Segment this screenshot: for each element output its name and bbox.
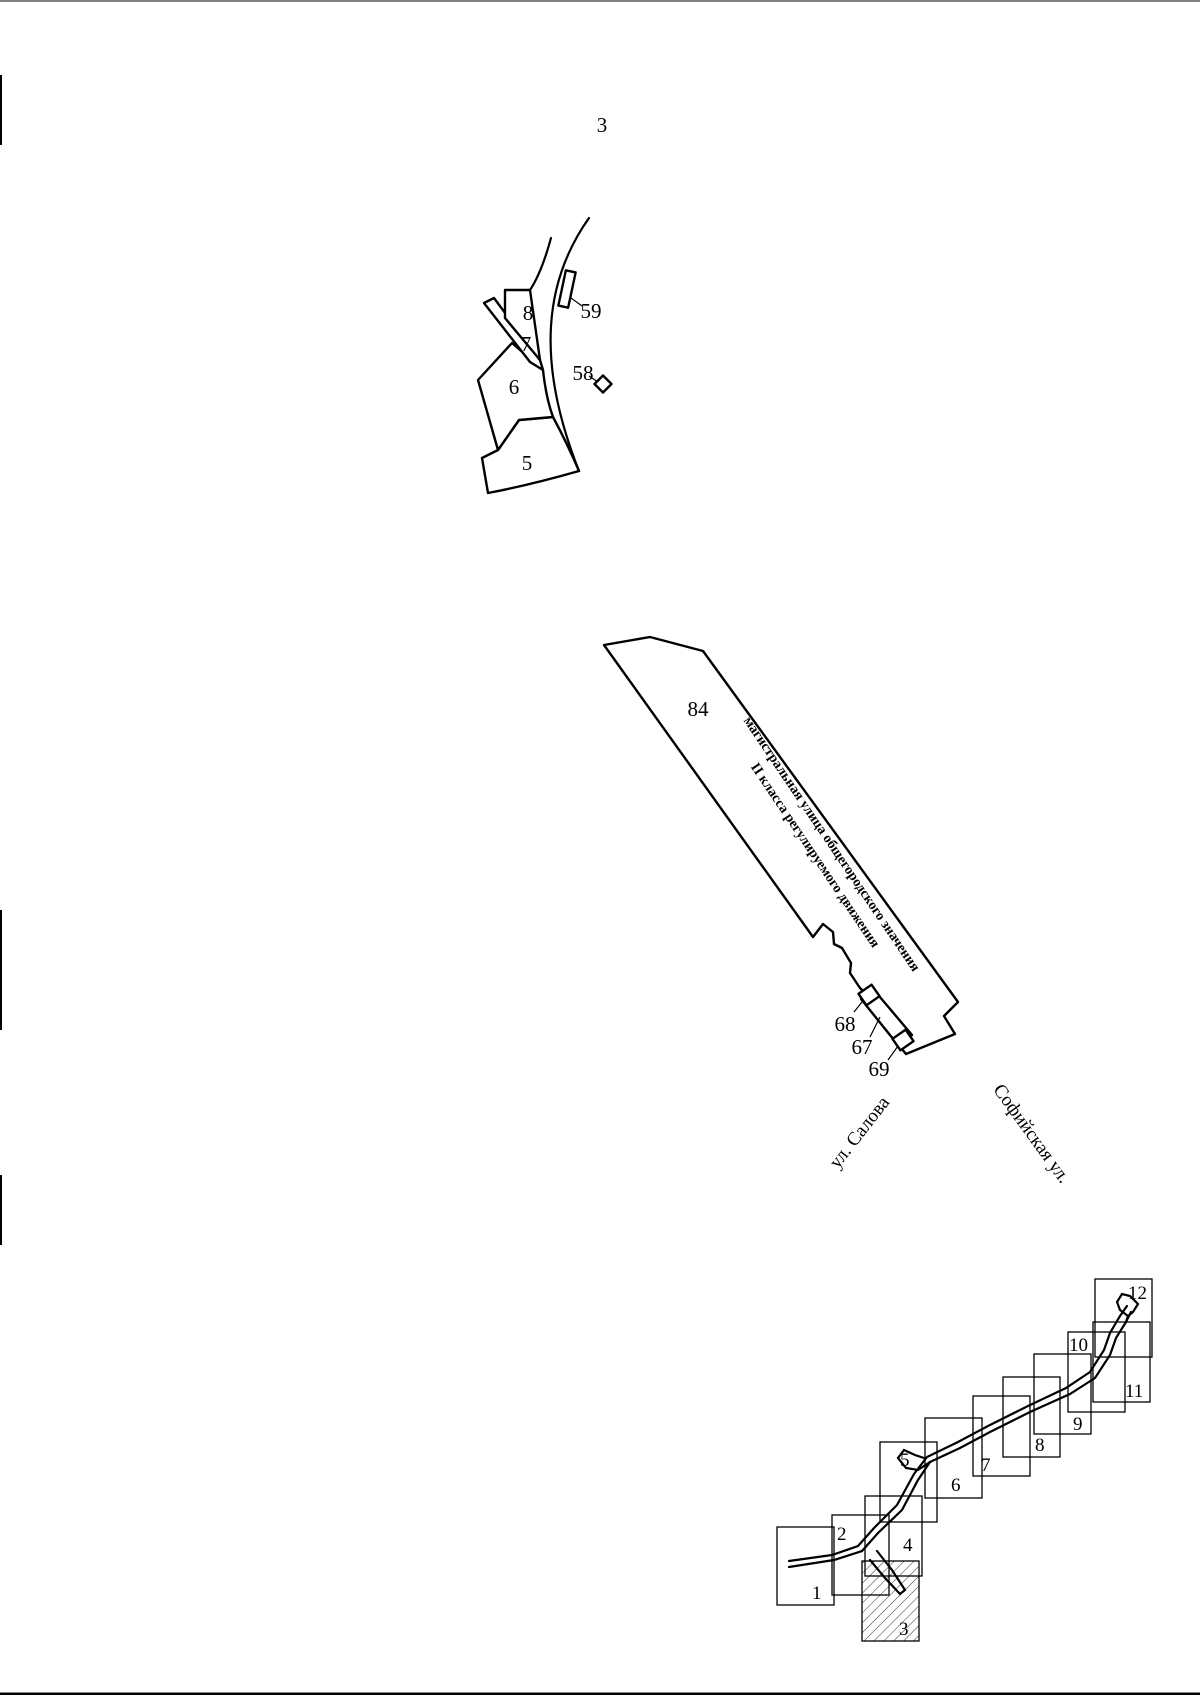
label-parcel-58: 58: [573, 361, 594, 385]
sheet-index-map: 1 2 3 4 5 6 7 8 9 10 11 12: [776, 1278, 1153, 1642]
label-parcel-84: 84: [688, 697, 710, 721]
leader-58: [588, 375, 599, 383]
index-sheet-5: [879, 1441, 938, 1523]
leader-68: [853, 1001, 863, 1013]
index-sheet-8: [1002, 1376, 1061, 1458]
page-number: 3: [597, 113, 608, 137]
parcel-6: [476, 341, 555, 452]
index-label-11: 11: [1125, 1381, 1143, 1402]
street-label-salova: ул. Салова: [825, 1092, 894, 1172]
index-label-12: 12: [1128, 1283, 1147, 1304]
index-road-end: [1115, 1292, 1140, 1324]
index-label-2: 2: [837, 1524, 847, 1545]
index-label-8: 8: [1035, 1435, 1045, 1456]
index-road-track-2: [787, 1304, 1129, 1563]
label-parcel-8: 8: [523, 301, 534, 325]
parcel-58: [593, 374, 613, 394]
parcel-69: [891, 1028, 915, 1052]
label-parcel-67: 67: [852, 1035, 873, 1059]
index-label-10: 10: [1069, 1335, 1088, 1356]
index-label-9: 9: [1073, 1414, 1083, 1435]
parcel-59: [557, 269, 577, 309]
index-label-1: 1: [812, 1583, 822, 1604]
index-road-loop: [896, 1448, 932, 1472]
parcel-5: [480, 415, 581, 495]
road-fragment: 84 68 67 69 магистральная улица общегоро…: [602, 635, 1075, 1187]
index-sheet-3: [861, 1560, 920, 1642]
street-label-sofiyskaya: Софийская ул.: [989, 1080, 1075, 1187]
index-sheet-9: [1033, 1353, 1092, 1435]
label-parcel-69: 69: [869, 1057, 890, 1081]
leader-67: [869, 1016, 881, 1038]
street-spur: [528, 236, 553, 292]
label-parcel-6: 6: [509, 375, 520, 399]
index-sheet-12: [1094, 1278, 1153, 1358]
index-road-spur: [868, 1549, 907, 1596]
label-parcel-68: 68: [835, 1012, 856, 1036]
index-sheet-7: [972, 1395, 1031, 1477]
index-label-6: 6: [951, 1475, 961, 1496]
leader-59: [570, 297, 583, 307]
index-sheet-3-hatch: [862, 1561, 919, 1641]
parcel-68: [857, 983, 881, 1007]
street-curve: [549, 216, 591, 473]
index-sheet-1: [776, 1526, 835, 1606]
top-fragment: 5 6 7 8 59 58: [476, 216, 613, 495]
leader-69: [887, 1045, 899, 1061]
index-sheet-4: [864, 1495, 923, 1577]
index-sheet-11: [1092, 1321, 1151, 1403]
label-parcel-5: 5: [522, 451, 533, 475]
index-label-5: 5: [900, 1450, 910, 1471]
index-sheet-10: [1067, 1331, 1126, 1413]
label-parcel-59: 59: [581, 299, 602, 323]
index-label-7: 7: [981, 1455, 991, 1476]
label-parcel-7: 7: [521, 332, 532, 356]
parcel-7: [482, 296, 545, 372]
parcel-8: [503, 288, 542, 362]
parcel-84: [602, 635, 960, 1056]
index-label-4: 4: [903, 1535, 913, 1556]
index-label-3: 3: [899, 1619, 909, 1640]
index-road-track: [787, 1310, 1133, 1569]
